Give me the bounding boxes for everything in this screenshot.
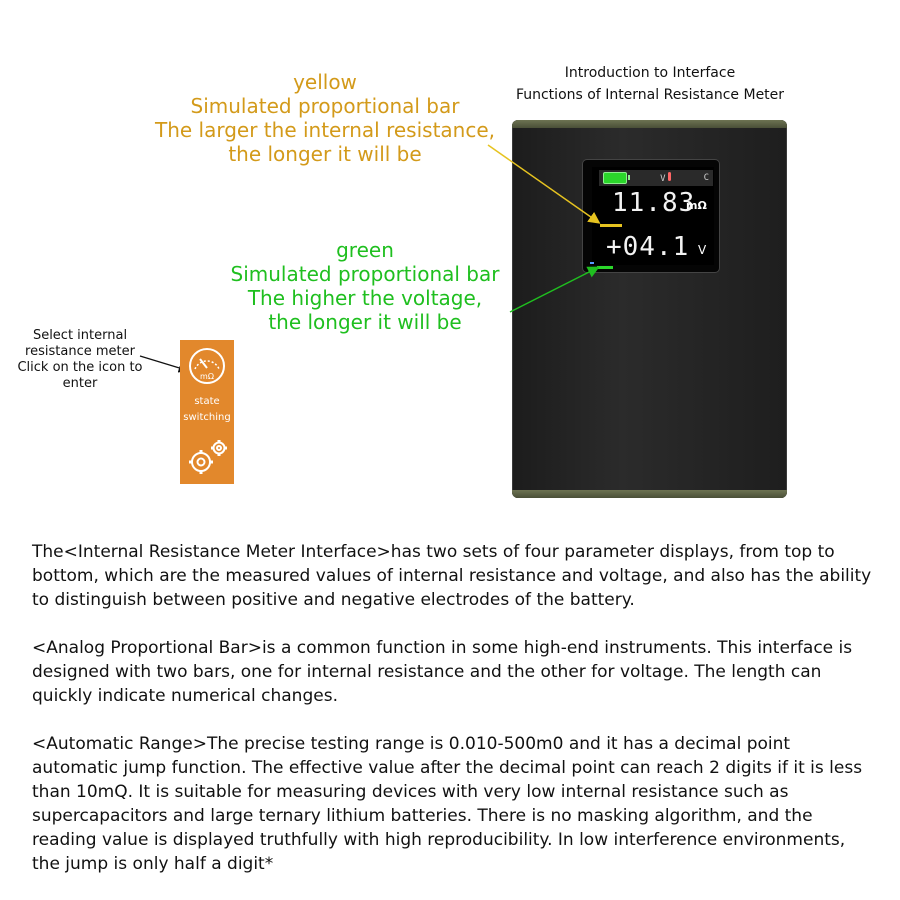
paragraph-interface-description: The<Internal Resistance Meter Interface>… (32, 542, 872, 610)
resistance-unit: mΩ (686, 199, 707, 212)
select-meter-note: Select internal resistance meter Click o… (0, 328, 160, 392)
green-annotation: green Simulated proportional bar The hig… (200, 238, 530, 334)
meter-gauge-icon[interactable]: mΩ (186, 345, 228, 387)
polarity-indicator (590, 262, 594, 264)
settings-gears-icon[interactable] (184, 438, 230, 478)
state-switching-panel (180, 340, 234, 484)
device-bottom-edge (512, 490, 787, 498)
screen-status-bar: V C (599, 170, 713, 186)
status-v-label: V (660, 174, 666, 184)
yellow-annotation-line-1: yellow (293, 70, 357, 94)
yellow-annotation-line-3: The larger the internal resistance, (154, 118, 495, 142)
thermometer-icon (667, 172, 671, 181)
intro-line-1: Introduction to Interface (564, 65, 736, 81)
green-annotation-line-3: The higher the voltage, (247, 286, 483, 310)
state-label-line-2: switching (183, 412, 231, 423)
resistance-reading: 11.83 (612, 188, 696, 218)
state-label-line-1: state (194, 396, 220, 407)
green-annotation-line-4: the longer it will be (268, 310, 462, 334)
yellow-annotation: yellow Simulated proportional bar The la… (140, 70, 510, 166)
intro-title: Introduction to Interface Functions of I… (490, 62, 810, 106)
intro-line-2: Functions of Internal Resistance Meter (515, 87, 785, 103)
status-voltage-temp: V (660, 172, 671, 184)
select-note-line-3: Click on the icon to (17, 360, 143, 375)
yellow-annotation-line-4: the longer it will be (228, 142, 422, 166)
yellow-annotation-line-2: Simulated proportional bar (190, 94, 460, 118)
voltage-reading: +04.1 (606, 232, 690, 262)
paragraph-proportional-bar: <Analog Proportional Bar>is a common fun… (32, 638, 853, 706)
voltage-proportional-bar (597, 266, 613, 269)
select-note-line-2: resistance meter (25, 344, 135, 359)
device-top-edge (512, 120, 787, 128)
status-c-label: C (703, 173, 709, 183)
battery-icon (603, 172, 630, 184)
green-annotation-line-1: green (336, 238, 394, 262)
state-switching-label: state switching (180, 394, 234, 426)
meter-icon-unit: mΩ (200, 372, 214, 381)
resistance-proportional-bar (600, 224, 622, 227)
green-annotation-line-2: Simulated proportional bar (230, 262, 500, 286)
select-note-line-1: Select internal (32, 328, 128, 343)
paragraph-automatic-range: <Automatic Range>The precise testing ran… (32, 734, 863, 874)
select-note-line-4: enter (62, 376, 98, 391)
voltage-unit: V (698, 243, 707, 257)
